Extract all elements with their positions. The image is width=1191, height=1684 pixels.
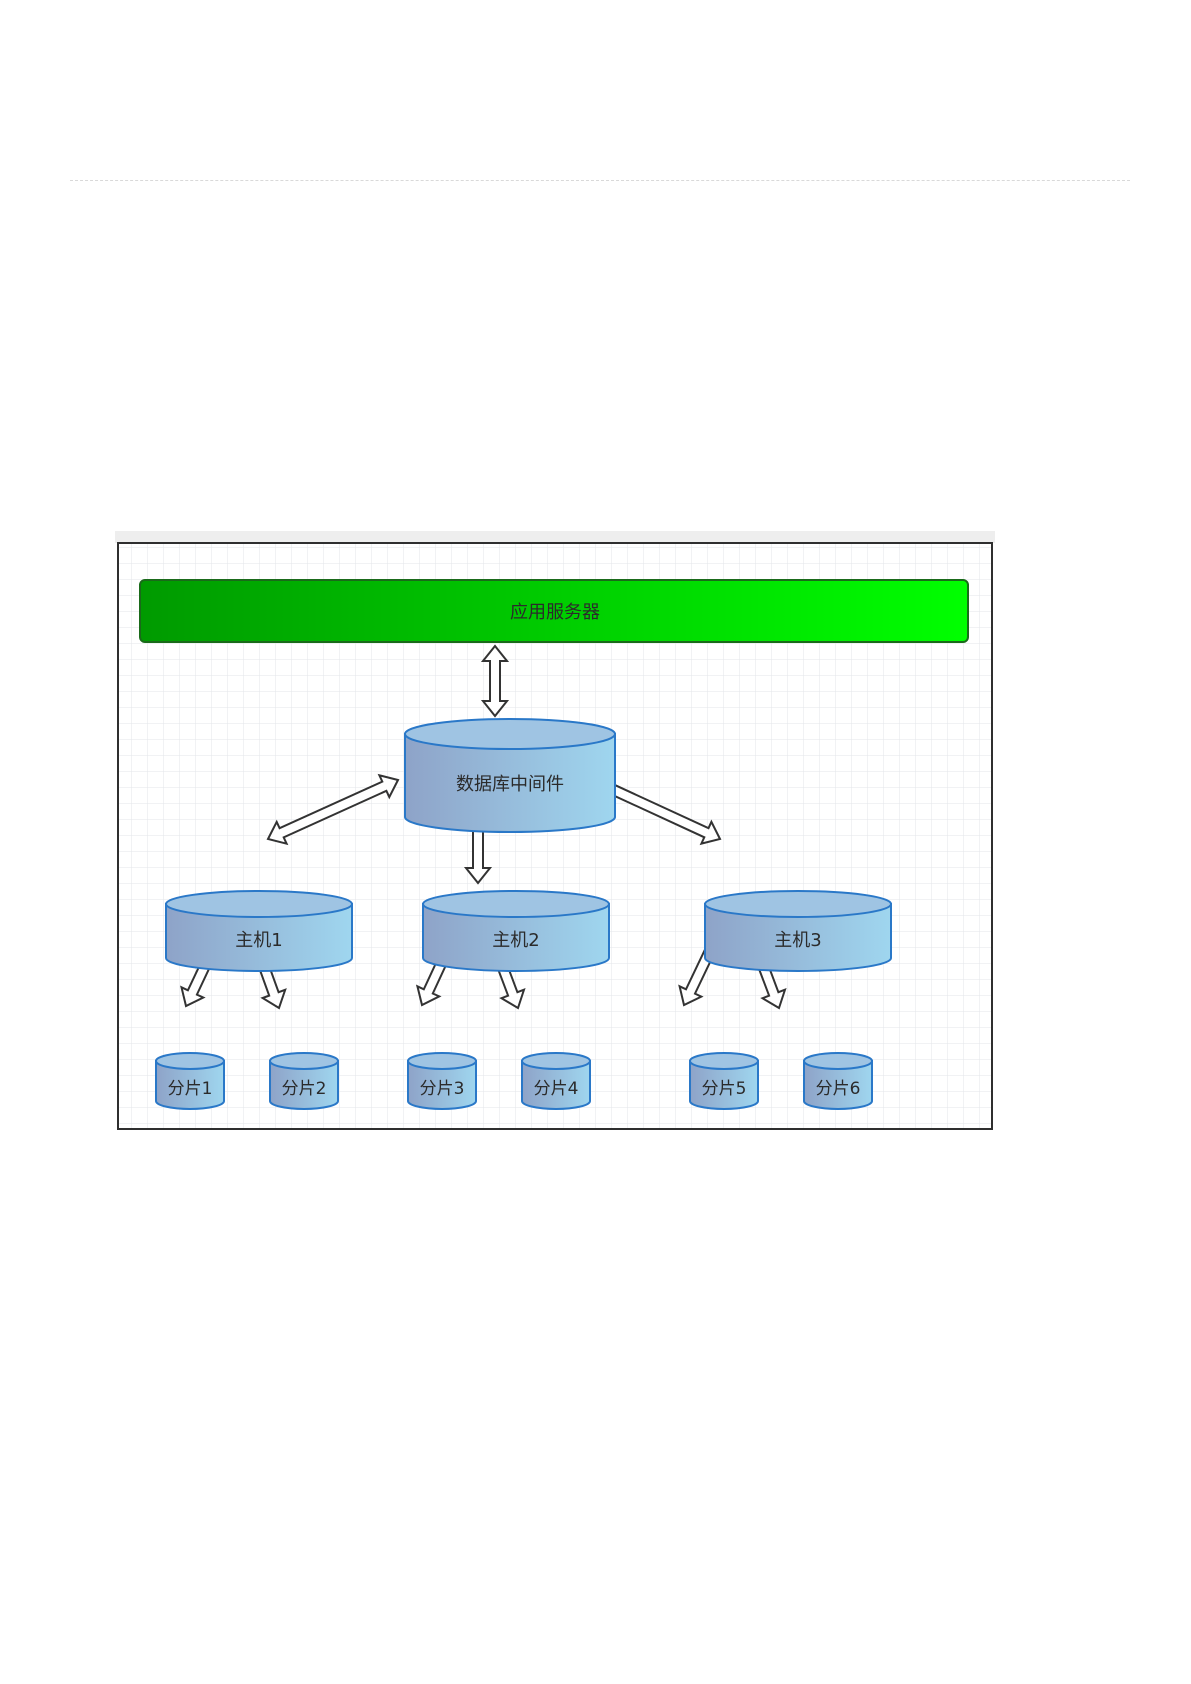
shard-cylinder-1: 分片1 <box>156 1053 224 1109</box>
shard-cylinder-3: 分片3 <box>408 1053 476 1109</box>
host-cylinder-3: 主机3 <box>705 891 891 971</box>
architecture-diagram: 应用服务器 数据库中间件 主机1 主机2 主机3 分片1 分片2 分片3 <box>115 531 995 1131</box>
shard-label-5: 分片5 <box>702 1079 747 1099</box>
shard-cylinder-6: 分片6 <box>804 1053 872 1109</box>
shard-cylinder-2: 分片2 <box>270 1053 338 1109</box>
middleware-label: 数据库中间件 <box>456 774 564 795</box>
host-label-3: 主机3 <box>774 930 821 951</box>
app-server-label: 应用服务器 <box>510 602 600 623</box>
shard-cylinder-4: 分片4 <box>522 1053 590 1109</box>
app-server-box: 应用服务器 <box>140 580 968 642</box>
shard-cylinder-5: 分片5 <box>690 1053 758 1109</box>
shard-label-4: 分片4 <box>534 1079 579 1099</box>
middleware-cylinder: 数据库中间件 <box>405 719 615 832</box>
host-cylinder-1: 主机1 <box>166 891 352 971</box>
shard-label-6: 分片6 <box>816 1079 861 1099</box>
host-cylinder-2: 主机2 <box>423 891 609 971</box>
shard-label-3: 分片3 <box>420 1079 465 1099</box>
host-label-1: 主机1 <box>235 930 282 951</box>
host-label-2: 主机2 <box>492 930 539 951</box>
page-divider <box>70 180 1130 181</box>
shard-label-1: 分片1 <box>168 1079 213 1099</box>
shard-label-2: 分片2 <box>282 1079 327 1099</box>
